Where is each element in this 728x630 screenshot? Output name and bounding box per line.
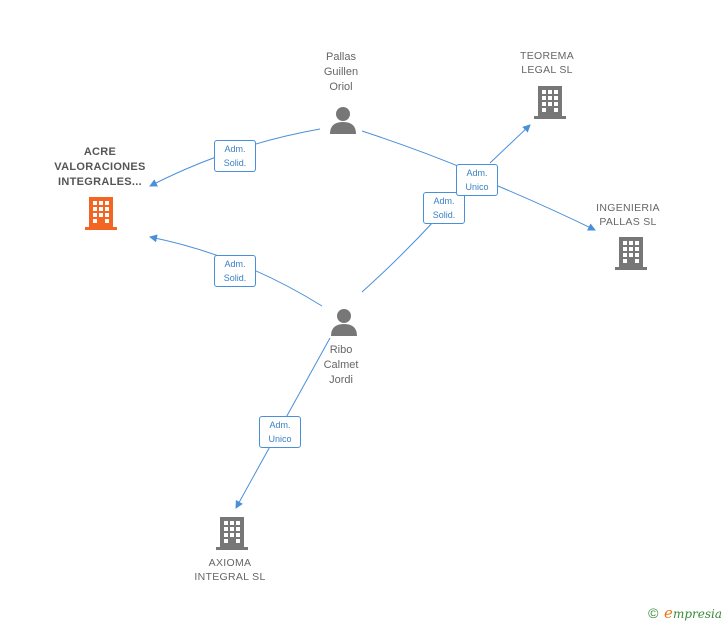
axioma-building-icon[interactable] [216, 515, 248, 551]
ingenieria-label[interactable]: INGENIERIA PALLAS SL [596, 202, 660, 228]
pallas-person-icon[interactable] [328, 105, 358, 135]
acre-label[interactable]: ACRE VALORACIONES INTEGRALES... [54, 146, 146, 188]
teorema-label[interactable]: TEOREMA LEGAL SL [519, 50, 575, 76]
copyright-symbol: © [648, 605, 659, 621]
teorema-building-icon[interactable] [534, 84, 566, 120]
relation-ribo-axioma[interactable]: Adm. Unico [259, 416, 301, 448]
relation-pallas-acre[interactable]: Adm. Solid. [214, 140, 256, 172]
relation-ribo-teorema[interactable]: Adm. Solid. [423, 192, 465, 224]
pallas-label[interactable]: Pallas Guillen Oriol [323, 51, 359, 93]
ingenieria-building-icon[interactable] [615, 235, 647, 271]
brand-footer[interactable]: © empresia [648, 604, 722, 622]
ribo-person-icon[interactable] [329, 307, 359, 337]
axioma-label[interactable]: AXIOMA INTEGRAL SL [194, 557, 266, 583]
acre-building-icon[interactable] [85, 195, 117, 231]
edge-hub-ingenieria [497, 185, 596, 231]
relation-pallas-unico[interactable]: Adm. Unico [456, 164, 498, 196]
ribo-label[interactable]: Ribo Calmet Jordi [323, 344, 359, 386]
edge-hub-teorema [489, 124, 531, 164]
edge-pallas-hub [361, 130, 471, 172]
empresia-logo-text: mpresia [672, 607, 722, 621]
empresia-logo-initial: e [664, 604, 673, 622]
relation-ribo-acre[interactable]: Adm. Solid. [214, 255, 256, 287]
